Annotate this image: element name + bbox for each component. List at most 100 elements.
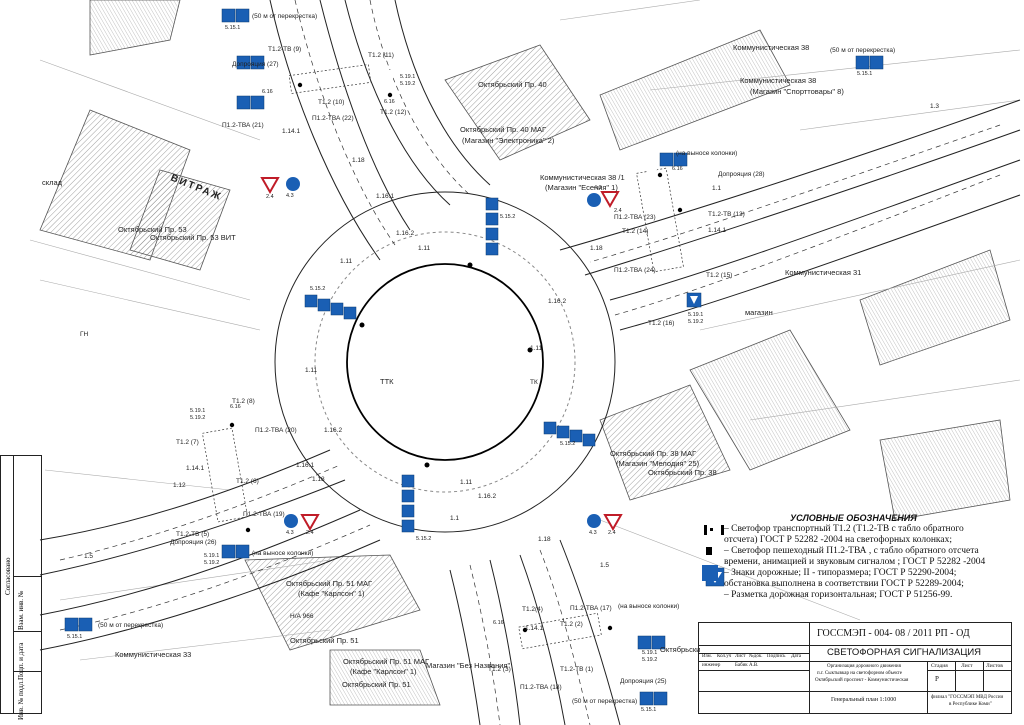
sign-groups (64, 8, 884, 706)
label-m111-b: 1.11 (340, 258, 353, 265)
label-m111-a: 1.11 (418, 245, 431, 252)
label-komm38-1: Коммунистическая 38 /1 (540, 173, 625, 182)
label-m1162-a: 1.16.2 (396, 230, 414, 237)
label-s5192-c: 5.19.2 (190, 415, 205, 421)
label-m111-c: 1.11 (530, 345, 543, 352)
label-p19: П1.2-ТВА (19) (243, 511, 285, 518)
label-far-top: (50 м от перекрестка) (252, 13, 317, 20)
label-m112: 1.12 (173, 482, 186, 489)
label-dop25: Допрояция (25) (620, 678, 667, 685)
stamp-stage: Р (935, 675, 939, 683)
legend-signal-icon (704, 525, 724, 535)
label-t5: Т1.2-ТВ (5) (176, 531, 209, 538)
stamp-org-1: филиал "ГОССМЭП МВД России (931, 695, 1004, 700)
label-t14: Т1.2 (14) (622, 228, 648, 235)
stamp-hdr-data: Дата (791, 654, 801, 659)
label-s24-c: 2.4 (306, 530, 314, 536)
label-s5151-d: 5.15.1 (641, 707, 656, 713)
buildings (39, 0, 1011, 706)
lane-markings (59, 0, 1001, 725)
label-melodiya: (Магазин "Мелодия" 25) (616, 459, 700, 468)
legend-row-5: – Знаки дорожные; II - типоразмера; ГОСТ… (724, 568, 957, 578)
label-m1162-d: 1.16.2 (478, 493, 496, 500)
label-t9: Т1.2-ТВ (9) (268, 46, 301, 53)
label-komm38: Коммунистическая 38 (733, 43, 809, 52)
label-p22: П1.2-ТВА (22) (312, 115, 354, 122)
label-s5192-d: 5.19.2 (204, 560, 219, 566)
label-m15-a: 1.5 (84, 553, 93, 560)
label-okt38: Октябрьский Пр. 38 (648, 468, 717, 477)
label-m13: 1.3 (930, 103, 939, 110)
central-island (346, 263, 544, 461)
signal-poles (229, 82, 683, 633)
legend-row-1: – Светофор транспортный Т1.2 (Т1.2-ТВ с … (724, 524, 964, 534)
stamp-role: инженер (702, 663, 721, 668)
label-vynos1: (на выносе колонки) (676, 150, 737, 157)
label-karlson: (Кафе "Карлсон" 1) (298, 589, 365, 598)
label-p23: П1.2-ТВА (23) (614, 214, 656, 221)
label-m118-b: 1.18 (590, 245, 603, 252)
label-bez: Магазин "Без Названия" (426, 661, 511, 670)
label-s5151-b: 5.15.1 (857, 71, 872, 77)
label-komm33: Коммунистическая 33 (115, 650, 191, 659)
roads (39, 0, 1021, 725)
label-t1: Т1.2-ТВ (1) (560, 666, 593, 673)
label-t8: Т1.2 (8) (232, 398, 255, 405)
label-okt53vit: Октябрьский Пр. 53 ВИТ (150, 233, 236, 242)
label-esenia: (Магазин "Есения" 1) (545, 183, 618, 192)
label-sklad: склад (42, 178, 63, 187)
stamp-stage-h: Стадия (931, 663, 948, 669)
stamp-code: ГОССМЭП - 004- 08 / 2011 РП - ОД (817, 628, 970, 639)
stamp-desc-2: п.г. Сыктывкар на светофорном объекте (817, 671, 902, 676)
label-n966: Н/А 966 (290, 613, 314, 620)
label-s43-b: 4.3 (594, 185, 602, 191)
label-okt40: Октябрьский Пр. 40 (478, 80, 547, 89)
background-lines (29, 0, 1021, 661)
stamp-sheet-h: Лист (961, 663, 973, 669)
stamp-hdr-koluch: Кол.уч (717, 654, 732, 659)
label-okt51mag: Октябрьский Пр. 51 МАГ (286, 579, 372, 588)
label-s43-c: 4.3 (286, 530, 294, 536)
label-s5151-c: 5.15.1 (67, 634, 82, 640)
label-s43-d: 4.3 (589, 530, 597, 536)
label-t12: Т1.2 (12) (380, 109, 406, 116)
label-m114-c: 1.14.1 (186, 465, 204, 472)
priority-signs (260, 177, 623, 532)
title-block: ГОССМЭП - 004- 08 / 2011 РП - ОД СВЕТОФО… (698, 622, 1012, 714)
stamp-plan: Генеральный план 1:1000 (831, 697, 897, 703)
label-s5151-a: 5.15.1 (225, 25, 240, 31)
legend-row-4: времени, анимацией и звуковым сигналом ;… (724, 557, 986, 567)
legend-title: УСЛОВНЫЕ ОБОЗНАЧЕНИЯ (790, 513, 917, 523)
label-okt53: Октябрьский Пр. 53 (118, 225, 187, 234)
map-labels: (50 м от перекрестка) (50 м от перекрест… (42, 13, 939, 713)
label-vynos3: (на выносе колонки) (618, 603, 679, 610)
label-m111-e: 1.11 (305, 367, 318, 374)
label-t11: Т1.2 (11) (368, 52, 394, 59)
legend-row-6: обстановка выполнена в соответствии ГОСТ… (724, 579, 964, 589)
label-s5191-d: 5.19.1 (204, 553, 219, 559)
label-s24-a: 2.4 (266, 194, 274, 200)
label-s5152-a: 5.15.2 (500, 214, 515, 220)
stamp-hdr-podpis: Подпись (767, 654, 786, 659)
label-t7: Т1.2 (7) (176, 439, 199, 446)
legend-row-2: отсчета) ГОСТ Р 52282 -2004 на светофорн… (724, 535, 952, 545)
label-t6: Т1.2 (6) (236, 478, 259, 485)
label-m118-c: 1.18 (312, 476, 325, 483)
label-m1162-c: 1.16.2 (324, 427, 342, 434)
label-m11-b: 1.1 (450, 515, 459, 522)
label-s5152-b: 5.15.2 (310, 286, 325, 292)
label-far-right: (50 м от перекрестка) (830, 47, 895, 54)
label-okt51: Октябрьский Пр. 51 (290, 636, 359, 645)
stamp-person: Бабик А.В. (735, 663, 759, 668)
label-s5191-b: 5.19.1 (688, 312, 703, 318)
label-p17: П1.2-ТВА (17) (570, 605, 612, 612)
label-ttk: ТТК (380, 377, 394, 386)
label-okt38mag: Октябрьский Пр. 38 МАГ (610, 449, 696, 458)
label-s5192-a: 5.19.2 (400, 81, 415, 87)
stamp-desc-3: Октябрьский проспект - Коммунистическая (815, 678, 909, 683)
legend-row-3: – Светофор пешеходный П1.2-ТВА , с табло… (724, 546, 979, 556)
label-s616-e: 6.16 (493, 620, 504, 626)
stamp-desc-1: Организация дорожного движения (827, 664, 901, 669)
stamp-org-2: в Республике Коми" (949, 702, 992, 707)
